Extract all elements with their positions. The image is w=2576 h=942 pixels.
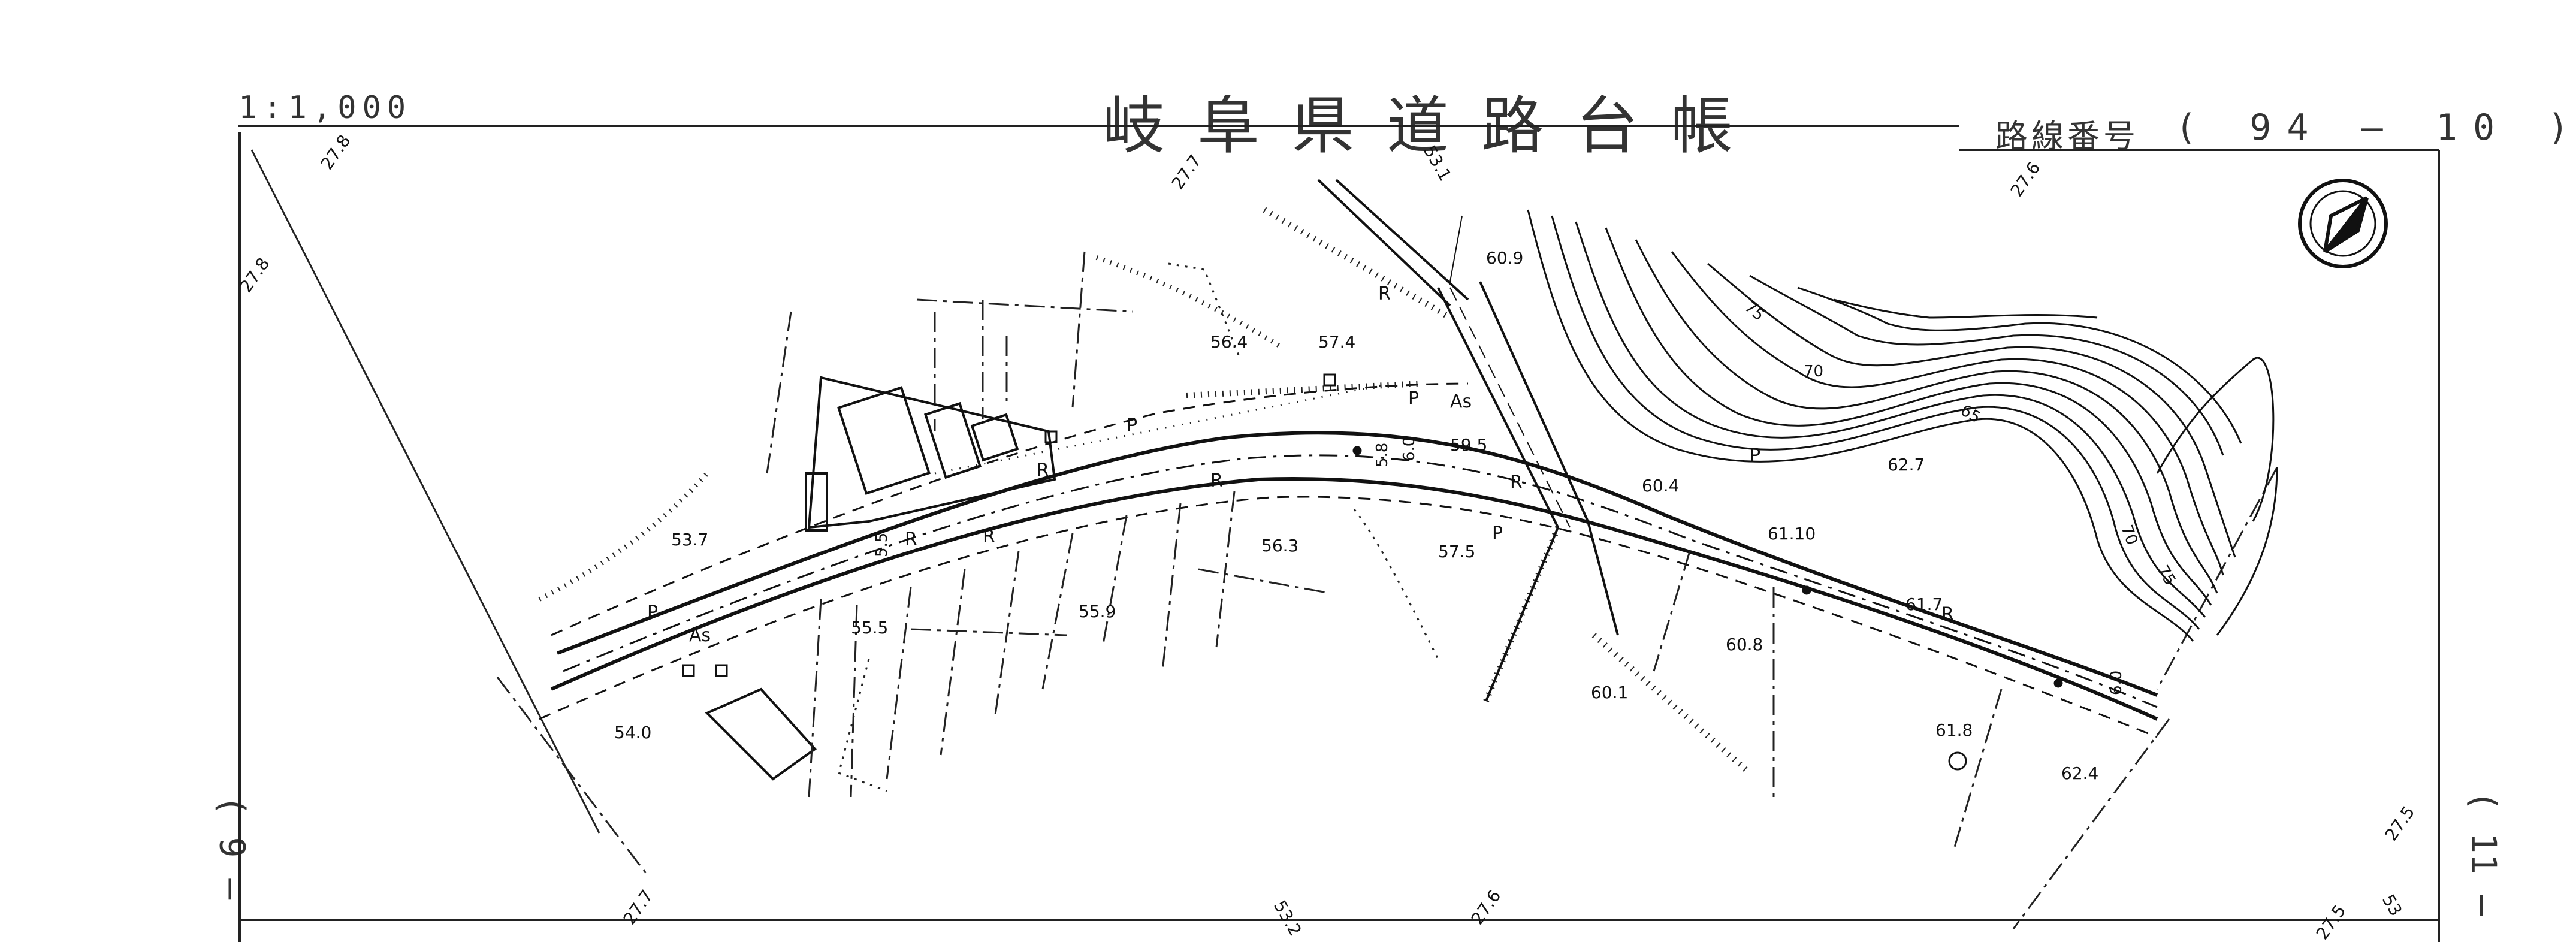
elevation-label: 59.5 bbox=[1450, 435, 1487, 455]
buildings bbox=[705, 215, 1463, 781]
edge-mark: 27.8 bbox=[236, 254, 274, 296]
elevation-label: 56.3 bbox=[1261, 536, 1298, 555]
survey-point-icon bbox=[1948, 751, 1967, 771]
surface-code: P bbox=[1492, 523, 1503, 544]
road-width: 6.0 bbox=[2107, 671, 2125, 695]
boundary-marker-icon bbox=[1044, 430, 1058, 443]
embankment-hatching bbox=[538, 207, 1752, 775]
surface-code: R bbox=[1510, 472, 1523, 493]
elevation-label: 53.7 bbox=[671, 530, 708, 550]
parcel-boundaries bbox=[496, 251, 2278, 929]
surface-codes: As As P P P P P R R R R R R R bbox=[647, 283, 1954, 646]
elevation-label: 56.4 bbox=[1210, 332, 1248, 352]
elevation-labels: 53.7 54.0 55.5 55.9 56.3 56.4 57.4 57.5 … bbox=[614, 248, 2098, 783]
boundary-marker-icon bbox=[715, 664, 728, 677]
contour-value: 65 bbox=[1958, 401, 1984, 427]
surface-code: R bbox=[983, 526, 995, 547]
elevation-label: 61.10 bbox=[1768, 524, 1816, 544]
surface-code: As bbox=[1450, 391, 1472, 412]
elevation-label: 54.0 bbox=[614, 723, 651, 742]
edge-mark: 27.8 bbox=[317, 131, 355, 173]
elevation-label: 62.7 bbox=[1888, 455, 1925, 475]
road-width: 6.0 bbox=[1400, 437, 1418, 461]
surface-code: R bbox=[1210, 470, 1223, 491]
surface-code: P bbox=[1408, 388, 1419, 409]
contour-value: 75 bbox=[1741, 298, 1768, 324]
edge-mark: 27.7 bbox=[1168, 151, 1206, 193]
surface-code: As bbox=[689, 625, 711, 646]
cross-road bbox=[1317, 179, 1619, 702]
contour-value: 70 bbox=[1804, 363, 1823, 381]
edge-mark: 27.5 bbox=[2312, 901, 2350, 942]
edge-mark: 53.1 bbox=[1420, 142, 1455, 184]
road-width: 5.5 bbox=[873, 533, 891, 557]
edge-mark: 27.5 bbox=[2381, 802, 2419, 844]
surface-code: P bbox=[1127, 415, 1137, 436]
surface-code: R bbox=[1378, 283, 1391, 304]
north-arrow-icon bbox=[2298, 179, 2388, 268]
survey-point-icon bbox=[1802, 585, 1811, 595]
edge-mark: 27.6 bbox=[1467, 886, 1505, 928]
map-frame bbox=[238, 125, 2440, 942]
elevation-label: 60.1 bbox=[1591, 683, 1628, 702]
elevation-label: 60.9 bbox=[1486, 248, 1523, 268]
contour-lines bbox=[1527, 209, 2278, 642]
elevation-label: 55.5 bbox=[851, 618, 888, 638]
survey-point-icon bbox=[1352, 446, 1362, 455]
survey-lines bbox=[838, 262, 1439, 792]
map-symbols bbox=[682, 373, 2063, 771]
edge-marks: 27.8 27.8 27.7 53.1 27.6 27.7 53.2 27.6 … bbox=[236, 131, 2419, 942]
boundary-marker-icon bbox=[1323, 373, 1336, 387]
edge-mark: 53 bbox=[2378, 891, 2406, 919]
edge-mark: 27.6 bbox=[2007, 158, 2045, 200]
route-number-value: ( 94 — 10 ) bbox=[2175, 107, 2576, 149]
elevation-label: 57.4 bbox=[1318, 332, 1355, 352]
elevation-label: 61.8 bbox=[1935, 720, 1973, 740]
survey-point-icon bbox=[2053, 678, 2063, 688]
elevation-label: 60.4 bbox=[1642, 476, 1679, 496]
elevation-label: 55.9 bbox=[1079, 602, 1116, 621]
boundary-marker-icon bbox=[682, 664, 695, 677]
main-road bbox=[539, 382, 2158, 738]
scale-label: 1:1,000 bbox=[238, 90, 412, 126]
elevation-label: 61.7 bbox=[1905, 594, 1943, 614]
road-widths: 5.5 5.8 6.0 6.0 bbox=[873, 437, 2125, 695]
surface-code: R bbox=[1941, 604, 1954, 625]
surface-code: P bbox=[1750, 445, 1760, 466]
surface-code: P bbox=[647, 602, 658, 623]
elevation-label: 60.8 bbox=[1726, 635, 1763, 654]
edge-mark: 53.2 bbox=[1270, 897, 1306, 939]
surface-code: R bbox=[905, 529, 917, 550]
road-width: 5.8 bbox=[1373, 443, 1391, 467]
edge-mark: 27.7 bbox=[620, 886, 657, 928]
surface-code: R bbox=[1037, 460, 1049, 481]
elevation-label: 57.5 bbox=[1438, 542, 1475, 561]
contour-value: 75 bbox=[2154, 563, 2179, 589]
elevation-label: 62.4 bbox=[2061, 763, 2098, 783]
